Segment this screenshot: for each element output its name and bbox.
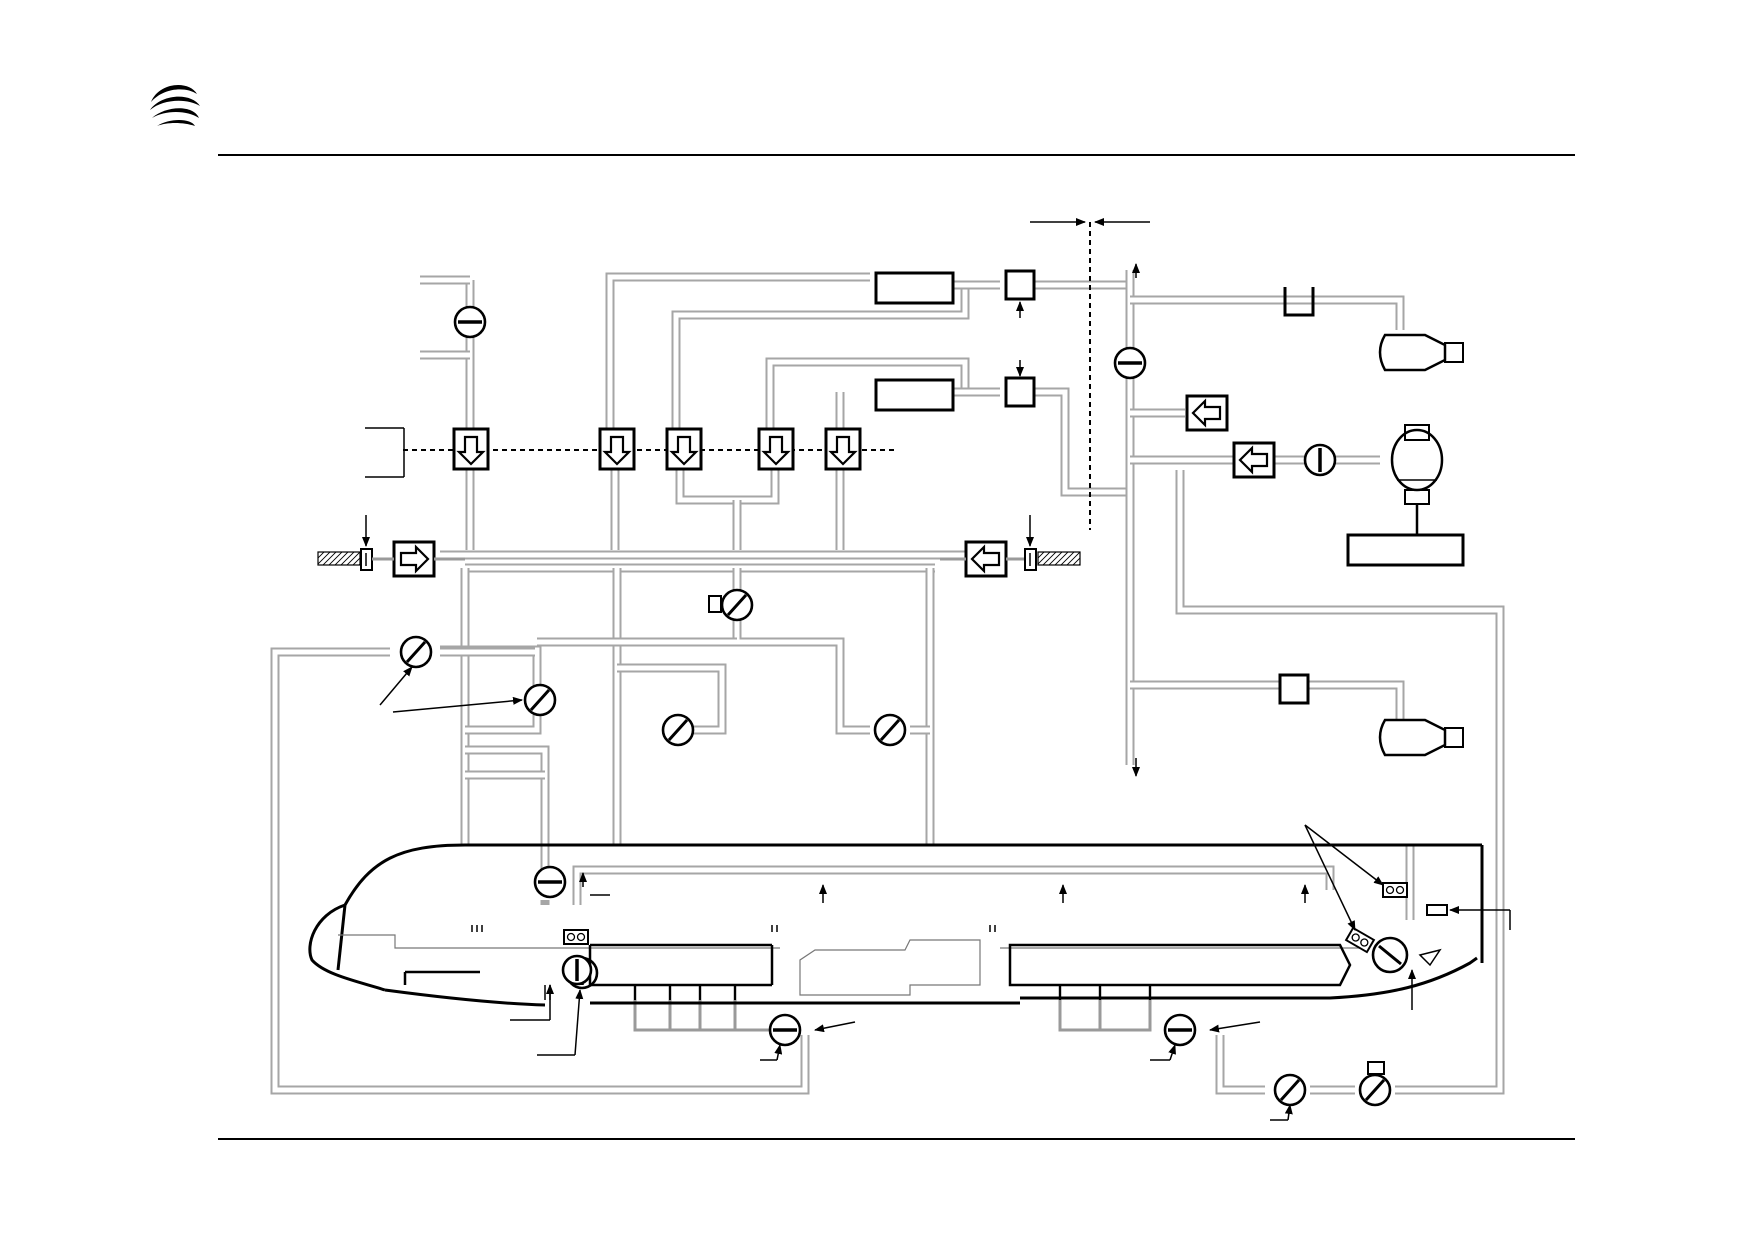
company-logo xyxy=(149,82,201,134)
crossfeed-flow-box-1 xyxy=(1185,394,1229,432)
butterfly-valve-2 xyxy=(523,683,557,717)
apu-icon xyxy=(1390,424,1444,535)
aft-sensor xyxy=(1426,904,1448,916)
cabin-forward-floor xyxy=(588,943,774,1000)
bleed-air-ducts xyxy=(270,270,1505,1095)
inline-valve-7 xyxy=(1163,1013,1197,1047)
pack-flow-box-1 xyxy=(452,427,490,471)
right-ground-valve-icon xyxy=(1024,548,1037,571)
butterfly-valve-3 xyxy=(708,588,754,622)
leader-arrow-2 xyxy=(392,696,523,713)
fuselage-tick-marks xyxy=(471,925,996,1000)
engine-left-icon xyxy=(1378,333,1464,372)
precooler-cup xyxy=(1283,287,1315,317)
inline-valve-3 xyxy=(1303,443,1337,477)
pack-flow-box-2 xyxy=(598,427,636,471)
butterfly-valve-4 xyxy=(661,713,695,747)
sensor-box-right xyxy=(1278,673,1310,705)
forward-outflow-valve xyxy=(561,954,593,986)
sensor-box-upper xyxy=(1004,269,1036,301)
crossfeed-flow-box-2 xyxy=(1232,441,1276,479)
pack-flow-box-4 xyxy=(757,427,795,471)
left-inlet-flow-box xyxy=(392,540,436,578)
aft-fan-icon-2 xyxy=(1344,926,1376,954)
left-ground-connector xyxy=(317,551,361,566)
inline-valve-4 xyxy=(533,865,567,899)
inline-valve-6 xyxy=(768,1013,802,1047)
left-ground-valve-icon xyxy=(360,548,373,571)
butterfly-valve-7 xyxy=(1358,1061,1392,1107)
right-ground-connector xyxy=(1037,551,1081,566)
inline-valve-2 xyxy=(1113,346,1147,380)
apu-gearbox xyxy=(1346,533,1465,567)
engine-right-icon xyxy=(1378,718,1464,757)
cabin-aft-floor xyxy=(1008,943,1352,1000)
heat-exchanger-upper xyxy=(874,271,955,305)
fuselage-outline xyxy=(308,843,1484,1007)
heat-exchanger-lower xyxy=(874,378,955,412)
leader-7 xyxy=(814,1021,856,1033)
butterfly-valve-5 xyxy=(873,713,907,747)
leader-9 xyxy=(1209,1021,1261,1033)
aft-fan-icon xyxy=(1382,882,1408,898)
pack-flow-box-3 xyxy=(665,427,703,471)
right-inlet-flow-box xyxy=(964,540,1008,578)
outflow-valve xyxy=(1371,936,1409,974)
butterfly-valve-1 xyxy=(399,635,433,669)
leader-arrow-1 xyxy=(379,666,413,706)
pack-flow-box-5 xyxy=(824,427,862,471)
inline-valve-1 xyxy=(453,305,487,339)
sensor-box-lower xyxy=(1004,376,1036,408)
wing-box-outline xyxy=(799,939,981,996)
leader-12 xyxy=(1304,824,1356,931)
cabin-fan-icon xyxy=(563,929,589,945)
butterfly-valve-6 xyxy=(1273,1073,1307,1107)
